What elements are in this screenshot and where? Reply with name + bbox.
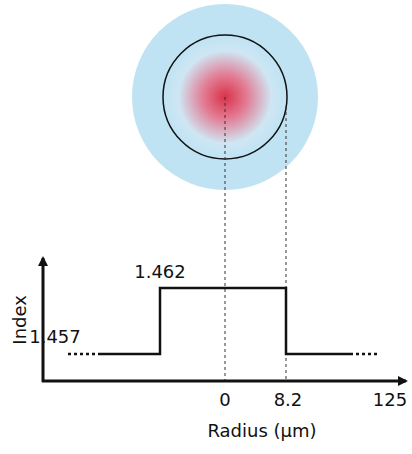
leader-line — [225, 97, 226, 380]
index-value: 1.462 — [134, 262, 186, 282]
axis-title: Radius (µm) — [207, 421, 316, 441]
tick-label: 125 — [373, 390, 407, 410]
profile-dotted — [68, 353, 100, 356]
tick-label: 0 — [219, 390, 230, 410]
axis-title: Index — [10, 295, 30, 345]
profile-dotted — [350, 353, 378, 356]
index-profile — [100, 288, 350, 354]
x-axis — [42, 380, 406, 383]
tick-label: 8.2 — [274, 390, 303, 410]
y-axis — [42, 258, 45, 382]
index-value: 1.457 — [29, 327, 81, 347]
